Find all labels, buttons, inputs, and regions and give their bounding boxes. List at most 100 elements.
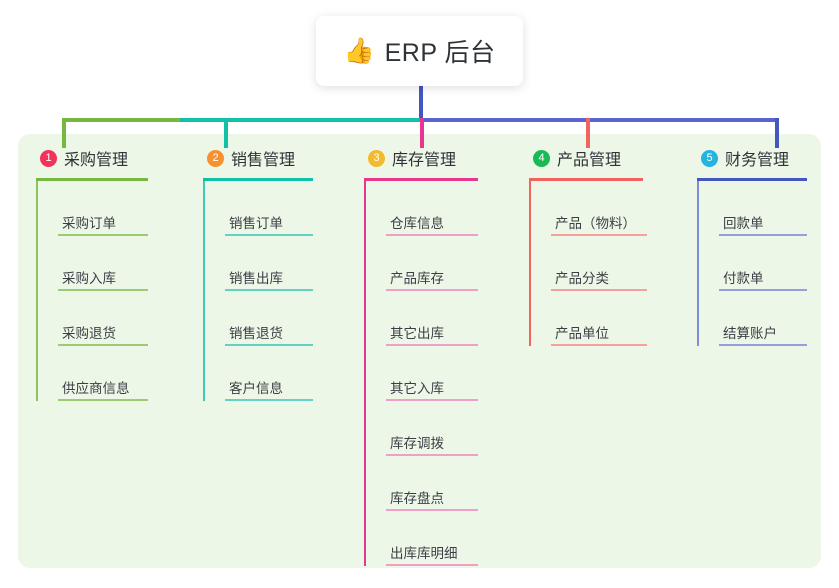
leaf-item[interactable]: 采购退货 (58, 291, 148, 346)
leaf-item[interactable]: 库存盘点 (386, 456, 478, 511)
category-header-purchasing[interactable]: 1 采购管理 (36, 146, 148, 170)
leaf-item-label: 库存盘点 (390, 491, 444, 506)
leaf-item[interactable]: 其它出库 (386, 291, 478, 346)
leaf-underline (386, 399, 478, 401)
leaf-item-label: 客户信息 (229, 381, 283, 396)
category-underline (36, 178, 148, 181)
leaf-item-label: 采购退货 (62, 326, 116, 341)
leaf-item[interactable]: 销售订单 (225, 181, 313, 236)
leaf-item-label: 出库库明细 (390, 546, 458, 561)
leaf-underline (225, 234, 313, 236)
leaf-item[interactable]: 销售出库 (225, 236, 313, 291)
category-label: 财务管理 (725, 152, 790, 169)
leaf-underline (386, 234, 478, 236)
category-column-finance: 5 财务管理回款单付款单结算账户 (697, 146, 807, 346)
leaf-underline (386, 289, 478, 291)
leaf-underline (386, 454, 478, 456)
page-title: ERP 后台 (384, 39, 496, 67)
category-column-product: 4 产品管理产品（物料） 产品分类产品单位 (529, 146, 647, 346)
leaf-underline (58, 344, 148, 346)
leaf-item[interactable]: 客户信息 (225, 346, 313, 401)
leaf-underline (551, 234, 647, 236)
leaf-item[interactable]: 回款单 (719, 181, 807, 236)
leaf-list-inventory: 仓库信息产品库存其它出库其它入库库存调拨库存盘点出库库明细 (364, 181, 478, 566)
leaf-item[interactable]: 采购订单 (58, 181, 148, 236)
leaf-item-label: 产品单位 (555, 326, 609, 341)
category-label: 产品管理 (557, 152, 622, 169)
leaf-stem-sales (203, 181, 205, 401)
leaf-stem-product (529, 181, 531, 346)
bar-segment-teal (180, 118, 420, 122)
leaf-item[interactable]: 其它入库 (386, 346, 478, 401)
leaf-item-label: 产品分类 (555, 271, 609, 286)
leaf-underline (225, 289, 313, 291)
leaf-item-label: 其它入库 (390, 381, 444, 396)
category-number-badge: 5 (701, 149, 718, 167)
leaf-underline (386, 564, 478, 566)
category-underline (203, 178, 313, 181)
leaf-underline (58, 399, 148, 401)
leaf-item-label: 结算账户 (723, 326, 777, 341)
drop-purchasing (62, 118, 66, 148)
thumbs-up-icon: 👍 (343, 36, 375, 65)
leaf-stem-finance (697, 181, 699, 346)
leaf-item-label: 供应商信息 (62, 381, 130, 396)
category-header-finance[interactable]: 5 财务管理 (697, 146, 807, 170)
category-label: 采购管理 (64, 152, 129, 169)
leaf-underline (225, 399, 313, 401)
leaf-list-purchasing: 采购订单采购入库采购退货供应商信息 (36, 181, 148, 401)
leaf-item-label: 销售出库 (229, 271, 283, 286)
drop-finance (775, 118, 779, 148)
drop-inventory (420, 118, 424, 148)
leaf-item[interactable]: 产品（物料） (551, 181, 647, 236)
leaf-item[interactable]: 库存调拨 (386, 401, 478, 456)
leaf-item[interactable]: 仓库信息 (386, 181, 478, 236)
leaf-item-label: 采购订单 (62, 216, 116, 231)
leaf-underline (719, 289, 807, 291)
leaf-item[interactable]: 采购入库 (58, 236, 148, 291)
leaf-underline (386, 509, 478, 511)
diagram-panel (18, 134, 821, 568)
drop-product (586, 118, 590, 148)
leaf-item-label: 回款单 (723, 216, 764, 231)
bar-segment-green (62, 118, 180, 122)
leaf-underline (386, 344, 478, 346)
leaf-item[interactable]: 出库库明细 (386, 511, 478, 566)
leaf-item-label: 其它出库 (390, 326, 444, 341)
leaf-item-label: 销售订单 (229, 216, 283, 231)
leaf-underline (719, 344, 807, 346)
category-column-purchasing: 1 采购管理采购订单采购入库采购退货供应商信息 (36, 146, 148, 401)
leaf-item-label: 采购入库 (62, 271, 116, 286)
leaf-item[interactable]: 销售退货 (225, 291, 313, 346)
leaf-item-label: 付款单 (723, 271, 764, 286)
category-underline (364, 178, 478, 181)
leaf-underline (551, 344, 647, 346)
category-underline (697, 178, 807, 181)
leaf-stem-purchasing (36, 181, 38, 401)
leaf-item[interactable]: 产品分类 (551, 236, 647, 291)
leaf-item[interactable]: 付款单 (719, 236, 807, 291)
leaf-item[interactable]: 产品库存 (386, 236, 478, 291)
leaf-item[interactable]: 结算账户 (719, 291, 807, 346)
leaf-item-label: 产品（物料） (555, 216, 636, 231)
leaf-item[interactable]: 产品单位 (551, 291, 647, 346)
leaf-underline (58, 234, 148, 236)
trunk-line (419, 84, 423, 122)
leaf-underline (58, 289, 148, 291)
category-number-badge: 4 (533, 149, 550, 167)
bar-segment-blue (420, 118, 777, 122)
leaf-item-label: 仓库信息 (390, 216, 444, 231)
diagram-title-card: 👍 ERP 后台 (316, 16, 523, 86)
leaf-item[interactable]: 供应商信息 (58, 346, 148, 401)
leaf-underline (551, 289, 647, 291)
drop-sales (224, 118, 228, 148)
leaf-underline (225, 344, 313, 346)
leaf-underline (719, 234, 807, 236)
category-header-product[interactable]: 4 产品管理 (529, 146, 643, 170)
category-number-badge: 3 (368, 149, 385, 167)
category-number-badge: 2 (207, 149, 224, 167)
category-number-badge: 1 (40, 149, 57, 167)
